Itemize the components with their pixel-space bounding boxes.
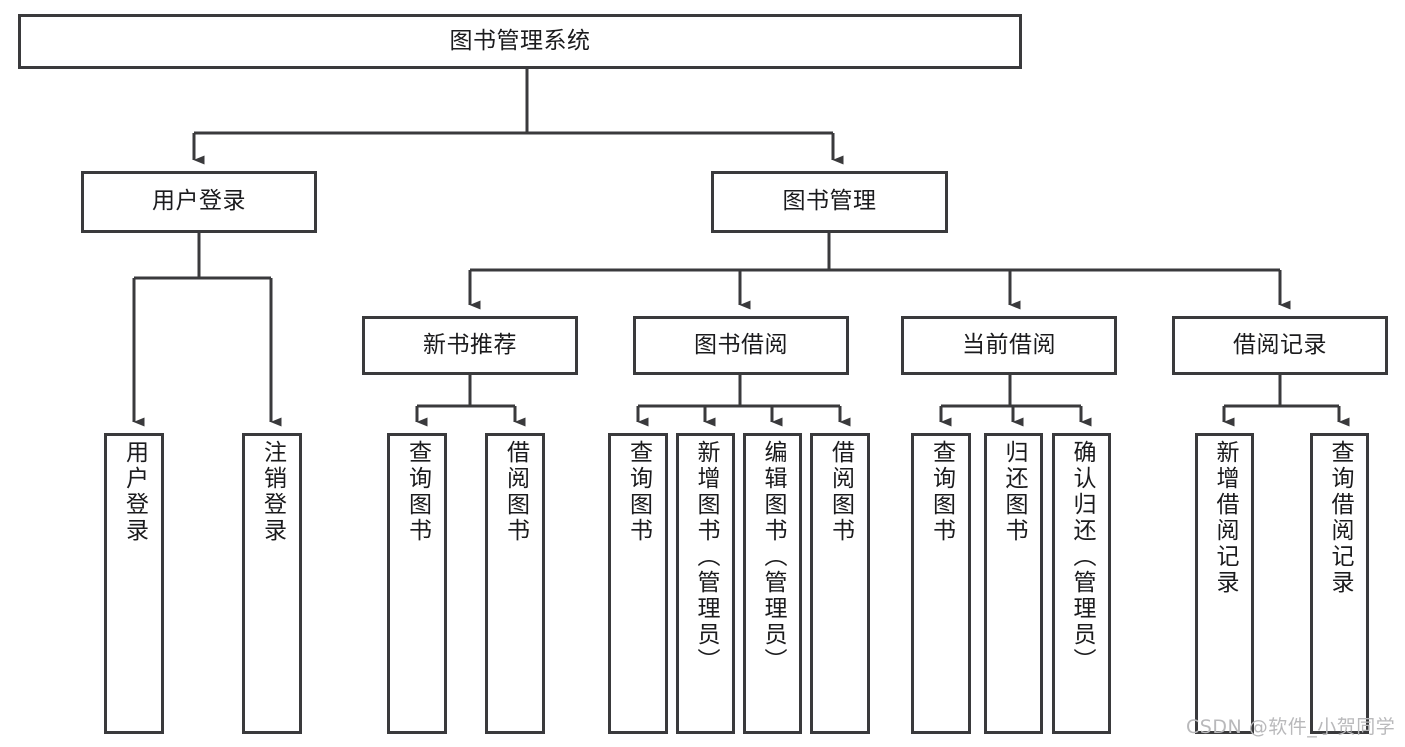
node-new-book-recommend[interactable]: 新书推荐 bbox=[362, 316, 578, 375]
node-book-borrow[interactable]: 图书借阅 bbox=[633, 316, 849, 375]
node-leaf-borrow-book-recommend-label: 借阅图书 bbox=[502, 440, 529, 544]
node-user-login[interactable]: 用户登录 bbox=[81, 171, 317, 233]
node-leaf-query-book-current-label: 查询图书 bbox=[928, 440, 955, 544]
node-leaf-query-book-current[interactable]: 查询图书 bbox=[911, 433, 971, 734]
node-leaf-add-borrow-record[interactable]: 新增借阅记录 bbox=[1195, 433, 1254, 734]
node-leaf-query-book-recommend[interactable]: 查询图书 bbox=[387, 433, 447, 734]
node-new-book-recommend-label: 新书推荐 bbox=[423, 331, 517, 358]
node-leaf-user-login-label: 用户登录 bbox=[121, 440, 148, 544]
node-leaf-return-book-label: 归还图书 bbox=[1001, 440, 1027, 544]
node-leaf-borrow-book[interactable]: 借阅图书 bbox=[810, 433, 870, 734]
node-root-system[interactable]: 图书管理系统 bbox=[18, 14, 1022, 69]
node-leaf-user-logout-label: 注销登录 bbox=[259, 440, 286, 544]
node-leaf-query-book-borrow-label: 查询图书 bbox=[625, 440, 652, 544]
node-book-manage-label: 图书管理 bbox=[782, 188, 877, 215]
node-user-login-label: 用户登录 bbox=[152, 188, 246, 215]
node-leaf-return-book[interactable]: 归还图书 bbox=[984, 433, 1043, 734]
node-leaf-borrow-book-label: 借阅图书 bbox=[827, 440, 854, 544]
node-leaf-query-book-borrow[interactable]: 查询图书 bbox=[608, 433, 668, 734]
node-borrow-record[interactable]: 借阅记录 bbox=[1172, 316, 1388, 375]
node-leaf-user-logout[interactable]: 注销登录 bbox=[242, 433, 302, 734]
node-leaf-borrow-book-recommend[interactable]: 借阅图书 bbox=[485, 433, 545, 734]
node-book-borrow-label: 图书借阅 bbox=[694, 331, 788, 358]
node-leaf-query-borrow-record[interactable]: 查询借阅记录 bbox=[1310, 433, 1369, 734]
node-leaf-query-book-recommend-label: 查询图书 bbox=[404, 440, 431, 544]
node-leaf-confirm-return-admin[interactable]: 确认归还（管理员） bbox=[1052, 433, 1111, 734]
node-current-borrow[interactable]: 当前借阅 bbox=[901, 316, 1117, 375]
node-leaf-edit-book-admin[interactable]: 编辑图书（管理员） bbox=[743, 433, 802, 734]
node-borrow-record-label: 借阅记录 bbox=[1233, 331, 1327, 358]
node-root-system-label: 图书管理系统 bbox=[449, 27, 591, 54]
node-leaf-add-borrow-record-label: 新增借阅记录 bbox=[1212, 440, 1238, 596]
node-leaf-add-book-admin[interactable]: 新增图书（管理员） bbox=[676, 433, 735, 734]
csdn-watermark: CSDN @软件_小贺同学 bbox=[1186, 716, 1396, 738]
node-leaf-user-login[interactable]: 用户登录 bbox=[104, 433, 164, 734]
node-leaf-add-book-admin-label: 新增图书（管理员） bbox=[693, 440, 719, 674]
node-leaf-query-borrow-record-label: 查询借阅记录 bbox=[1327, 440, 1353, 596]
node-book-manage[interactable]: 图书管理 bbox=[711, 171, 948, 233]
node-leaf-edit-book-admin-label: 编辑图书（管理员） bbox=[760, 440, 786, 674]
node-current-borrow-label: 当前借阅 bbox=[962, 331, 1056, 358]
node-leaf-confirm-return-admin-label: 确认归还（管理员） bbox=[1069, 440, 1095, 674]
